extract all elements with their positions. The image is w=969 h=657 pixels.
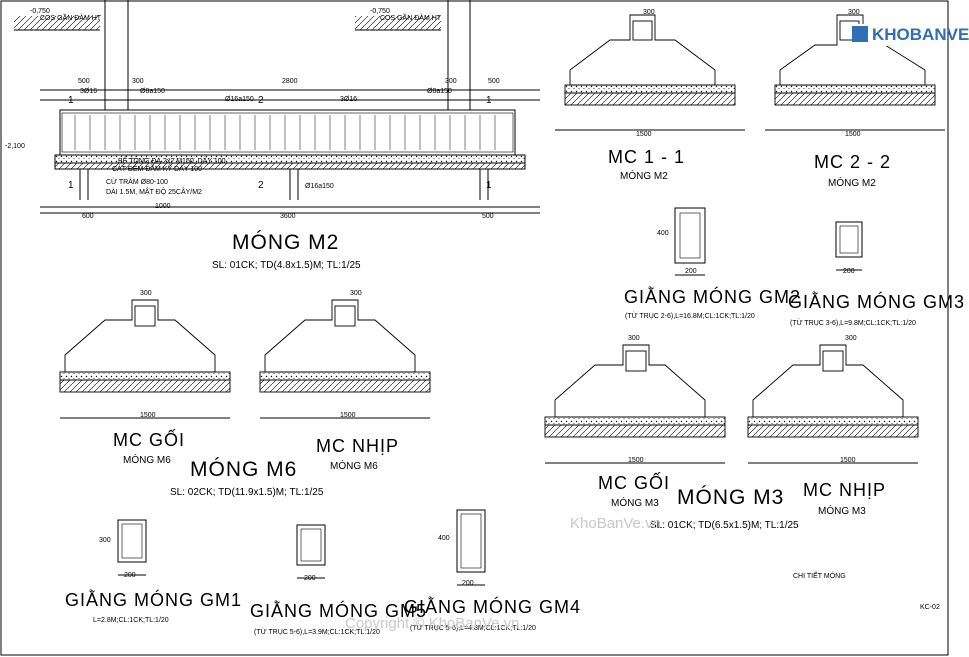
m2-mark-1: 1	[68, 95, 74, 106]
gm4-title: GIẰNG MÓNG GM4	[404, 597, 582, 617]
gm2-note: (TỪ TRỤC 2-6),L=16.8M;CL:1CK;TL:1/20	[625, 313, 755, 320]
gm3-dim: 200	[843, 268, 855, 275]
elev-left: -0,750	[30, 8, 50, 15]
m3-title: MÓNG M3	[677, 486, 785, 509]
logo-mark-icon	[852, 26, 868, 42]
mc22-dimtop: 300	[848, 9, 860, 16]
m6goi-title: MC GỐI	[113, 430, 185, 450]
m2-rebar-5: Ø8a150	[427, 88, 452, 95]
gm1-side: 300	[99, 537, 111, 544]
logo-text: KHOBANVE	[872, 25, 969, 44]
m6nhip-sub: MÓNG M6	[330, 461, 378, 472]
m2-dim-5: 500	[488, 78, 500, 85]
m3nhip-dim: 1500	[840, 457, 856, 464]
m2-mark-6: 1	[486, 180, 492, 191]
beam-note-right: COS GẦN ĐÀM HT	[380, 15, 442, 22]
mong-m2-section	[14, 0, 540, 214]
mc22-title: MC 2 - 2	[814, 152, 892, 172]
section-m6-nhip	[259, 299, 431, 419]
m6nhip-dim: 1500	[340, 412, 356, 419]
gm1-dim: 200	[124, 572, 136, 579]
gm4-side: 400	[438, 535, 450, 542]
m2-dimb-1: 600	[82, 213, 94, 220]
m3goi-dimtop: 300	[628, 335, 640, 342]
m2-note-4: DÀI 1.5M, MẬT ĐỘ 25CÂY/M2	[106, 189, 202, 196]
m6goi-dim: 1500	[140, 412, 156, 419]
mc11-dimtop: 300	[643, 9, 655, 16]
section-mc22	[765, 14, 945, 131]
m2-note-2: CÁT ĐÊM ĐẦM KỸ DÀY 100	[112, 166, 202, 173]
m3nhip-sub: MÓNG M3	[818, 506, 866, 517]
m2-scale: SL: 01CK; TD(4.8x1.5)M; TL:1/25	[212, 260, 361, 271]
m6goi-dimtop: 300	[140, 290, 152, 297]
gm1-title: GIẰNG MÓNG GM1	[65, 590, 243, 610]
m2-rebar-4: 3Ø16	[340, 96, 358, 103]
gm3-title: GIẰNG MÓNG GM3	[788, 292, 966, 312]
mc22-dim: 1500	[845, 131, 861, 138]
gm2-title: GIẰNG MÓNG GM2	[624, 287, 802, 307]
beam-gm4	[456, 509, 486, 586]
mc11-dim: 1500	[636, 131, 652, 138]
m2-note-3: CỪ TRÀM Ø80-100	[106, 179, 168, 186]
m2-dim-2: 300	[132, 78, 144, 85]
section-m3-goi	[544, 344, 726, 464]
m2-rebar-6: Ø16a150	[305, 183, 334, 190]
m6-title: MÓNG M6	[190, 458, 298, 481]
gm2-side: 400	[657, 230, 669, 237]
gm4-note: (TỪ TRỤC 5-6),L=4.8M;CL:1CK;TL:1/20	[410, 625, 536, 632]
gm2-dim: 200	[685, 268, 697, 275]
chi-tiet-label: CHI TIẾT MÓNG	[793, 573, 846, 580]
gm5-title: GIẰNG MÓNG GM5	[250, 601, 428, 621]
m2-dim-1: 500	[78, 78, 90, 85]
watermark-center: KhoBanVe.vn	[570, 515, 661, 532]
m2-dim-3: 2800	[282, 78, 298, 85]
m2-dimb-4: 500	[482, 213, 494, 220]
m2-mark-4: 1	[68, 180, 74, 191]
beam-note-left: COS GẦN ĐÀM HT	[40, 15, 102, 22]
section-m6-goi	[59, 299, 231, 419]
khobanve-logo: KHOBANVE	[852, 24, 969, 46]
gm4-dim: 200	[462, 580, 474, 587]
watermark-copyright: Copyright © KhoBanVe.vn	[345, 615, 520, 632]
mc11-title: MC 1 - 1	[608, 147, 686, 167]
beam-gm3	[835, 221, 863, 271]
m2-rebar-3: Ø16a150	[225, 96, 254, 103]
m6goi-sub: MÓNG M6	[123, 455, 171, 466]
m2-mark-2: 2	[258, 95, 264, 106]
m6-scale: SL: 02CK; TD(11.9x1.5)M; TL:1/25	[170, 487, 324, 498]
elev-right: -0,750	[370, 8, 390, 15]
m3nhip-dimtop: 300	[845, 335, 857, 342]
m2-mark-5: 2	[258, 180, 264, 191]
m2-dim-4: 300	[445, 78, 457, 85]
m3nhip-title: MC NHỊP	[803, 480, 886, 500]
gm5-dim: 200	[304, 575, 316, 582]
mc11-sub: MÓNG M2	[620, 171, 668, 182]
m6nhip-title: MC NHỊP	[316, 436, 399, 456]
elev-2100: -2,100	[5, 143, 25, 150]
gm3-note: (TỪ TRỤC 3-6),L=9.8M;CL:1CK;TL:1/20	[790, 320, 916, 327]
gm5-note: (TỪ TRỤC 5-6),L=3.9M;CL:1CK;TL:1/20	[254, 629, 380, 636]
beam-gm1	[117, 519, 147, 576]
sheet-number: KC-02	[920, 604, 940, 611]
beam-gm5	[296, 524, 326, 579]
mc22-sub: MÓNG M2	[828, 178, 876, 189]
section-mc11	[555, 14, 745, 131]
section-m3-nhip	[747, 344, 919, 464]
m2-rebar-1: 3Ø16	[80, 88, 98, 95]
m2-dimb-2: 1000	[155, 203, 171, 210]
beam-gm2	[674, 207, 706, 276]
m2-note-1: BÊ TÔNG ĐÁ 2x2 M150, DÀY 100	[118, 158, 226, 165]
gm1-note: L=2.8M;CL:1CK;TL:1/20	[93, 617, 169, 624]
m6nhip-dimtop: 300	[350, 290, 362, 297]
m2-rebar-2: Ø8a150	[140, 88, 165, 95]
m3goi-dim: 1500	[628, 457, 644, 464]
m2-dimb-3: 3600	[280, 213, 296, 220]
m3goi-sub: MÓNG M3	[611, 498, 659, 509]
m3goi-title: MC GỐI	[598, 473, 670, 493]
m2-mark-3: 1	[486, 95, 492, 106]
m3-scale: SL: 01CK; TD(6.5x1.5)M; TL:1/25	[650, 520, 799, 531]
m2-title: MÓNG M2	[232, 231, 340, 254]
